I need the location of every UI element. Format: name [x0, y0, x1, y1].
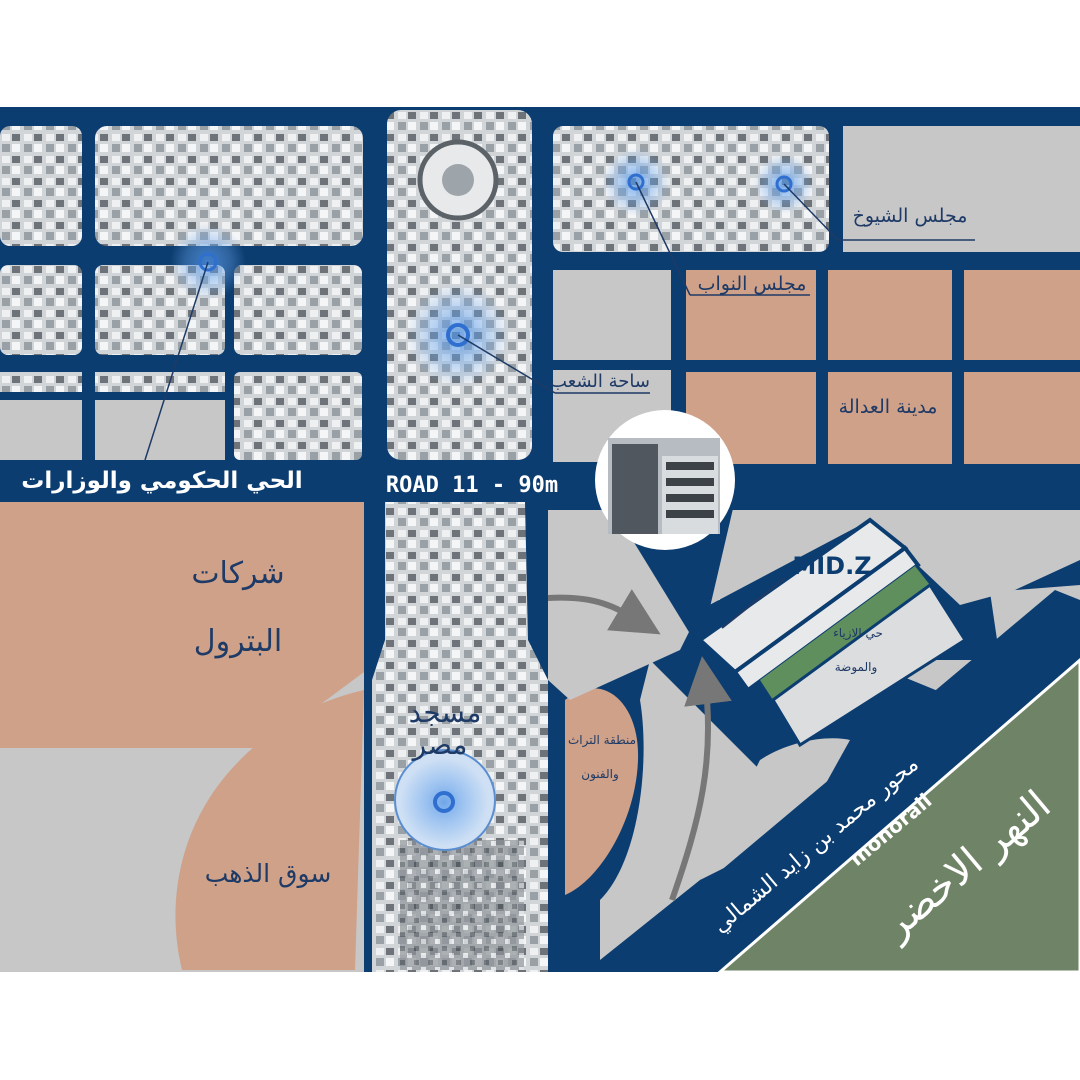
mosque-label-line1: مسجد — [409, 696, 482, 729]
parliament-label: مجلس النواب — [698, 273, 807, 295]
road-label: ROAD 11 - 90m — [386, 473, 558, 498]
fashion-label-line2: والموضة — [835, 660, 878, 675]
senate-block — [843, 126, 1080, 252]
fashion-label-line1: حي الازياء — [833, 626, 883, 641]
heritage-zone — [565, 688, 639, 895]
southwest-zones — [0, 502, 364, 972]
heritage-label-line1: منطقة التراث — [568, 733, 636, 748]
petroleum-label-line1: شركات — [191, 556, 284, 591]
gov-district-label: الحي الحكومي والوزارات — [21, 468, 302, 494]
gov-district-blocks — [0, 126, 363, 460]
project-label: MID.Z — [792, 552, 871, 580]
justice-city-label: مدينة العدالة — [839, 396, 938, 418]
gold-market-label: سوق الذهب — [205, 859, 332, 888]
heritage-label-line2: والفنون — [581, 767, 619, 782]
route-arrow-icon — [547, 589, 661, 635]
target-pin-icon — [400, 758, 488, 846]
green-river-area — [715, 658, 1080, 974]
senate-label: مجلس الشيوخ — [853, 205, 968, 227]
fashion-district-blocks — [696, 517, 968, 748]
petroleum-label-line2: البترول — [194, 624, 282, 659]
building-icon — [595, 410, 735, 650]
justice-city-blocks — [553, 270, 1080, 464]
people-square-label: ساحة الشعب — [550, 371, 650, 392]
mosque-label-line2: مصر — [411, 728, 468, 761]
route-arrow-icon — [669, 656, 732, 901]
mbz-axis-road — [600, 590, 1080, 972]
